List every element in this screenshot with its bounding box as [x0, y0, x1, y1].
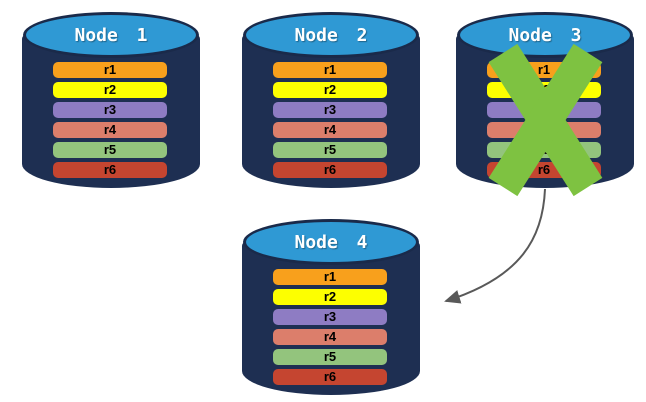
node-4-row-r3: r3	[273, 309, 387, 325]
failure-cross-icon	[488, 43, 603, 197]
node-4-cylinder-top: Node 4	[243, 219, 419, 265]
node-4-partitions: r1 r2 r3 r4 r5 r6	[273, 269, 387, 389]
node-4-title: Node 4	[294, 231, 368, 253]
node-2: Node 2 r1 r2 r3 r4 r5 r6	[242, 12, 420, 188]
node-4: Node 4 r1 r2 r3 r4 r5 r6	[242, 219, 420, 395]
node-2-partitions: r1 r2 r3 r4 r5 r6	[273, 62, 387, 182]
node-3-title: Node 3	[508, 24, 582, 46]
node-3: Node 3 r1 r2 r3 r4 r5 r6	[456, 12, 634, 197]
node-4-row-r2: r2	[273, 289, 387, 305]
row-label: r1	[537, 62, 551, 77]
node-2-row-r4: r4	[273, 122, 387, 138]
row-label: r2	[323, 289, 337, 304]
row-label: r3	[323, 102, 337, 117]
node-1-row-r1: r1	[53, 62, 167, 78]
node-1-row-r2: r2	[53, 82, 167, 98]
node-2-title: Node 2	[294, 24, 368, 46]
row-label: r1	[103, 62, 117, 77]
node-2-row-r6: r6	[273, 162, 387, 178]
row-label: r6	[103, 162, 117, 177]
node-2-row-r3: r3	[273, 102, 387, 118]
row-label: r2	[103, 82, 117, 97]
node-1-row-r3: r3	[53, 102, 167, 118]
row-label: r5	[323, 349, 337, 364]
row-label: r5	[103, 142, 117, 157]
node-2-row-r5: r5	[273, 142, 387, 158]
node-1: Node 1 r1 r2 r3 r4 r5 r6	[22, 12, 200, 188]
node-1-title: Node 1	[74, 24, 148, 46]
node-1-row-r6: r6	[53, 162, 167, 178]
node-1-partitions: r1 r2 r3 r4 r5 r6	[53, 62, 167, 182]
node-3-cylinder-top: Node 3	[457, 12, 633, 58]
row-label: r4	[323, 122, 337, 137]
row-label: r4	[323, 329, 337, 344]
row-label: r6	[323, 369, 337, 384]
row-label: r5	[323, 142, 337, 157]
row-label: r1	[323, 62, 337, 77]
node-2-cylinder-top: Node 2	[243, 12, 419, 58]
node-1-row-r5: r5	[53, 142, 167, 158]
node-2-row-r1: r1	[273, 62, 387, 78]
row-label: r6	[537, 162, 551, 177]
row-label: r3	[103, 102, 117, 117]
row-label: r6	[323, 162, 337, 177]
row-label: r2	[323, 82, 337, 97]
row-label: r4	[103, 122, 117, 137]
node-4-row-r5: r5	[273, 349, 387, 365]
node-4-row-r1: r1	[273, 269, 387, 285]
row-label: r1	[323, 269, 337, 284]
node-4-row-r6: r6	[273, 369, 387, 385]
node-4-row-r4: r4	[273, 329, 387, 345]
row-label: r3	[323, 309, 337, 324]
node-1-row-r4: r4	[53, 122, 167, 138]
node-1-cylinder-top: Node 1	[23, 12, 199, 58]
node-2-row-r2: r2	[273, 82, 387, 98]
